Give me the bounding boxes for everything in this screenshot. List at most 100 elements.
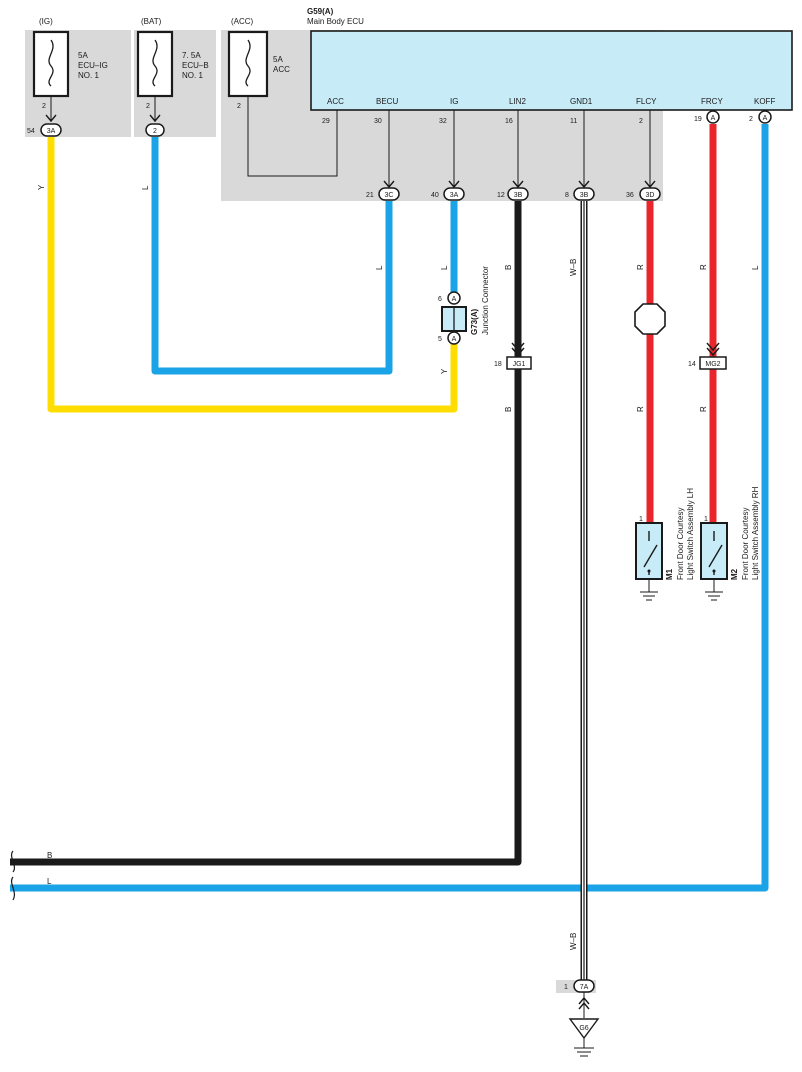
arrow-mg2 xyxy=(706,342,720,357)
ecu-terminal-gnd1: GND1 xyxy=(570,97,593,106)
junction-name: Junction Connector xyxy=(481,266,490,335)
wire-yellow-ig xyxy=(47,137,458,413)
fuse-ig-rating: 5A xyxy=(78,51,88,60)
switch-m1-name-2: Light Switch Assembly LH xyxy=(686,488,695,580)
wire-label-r-frcy-2: R xyxy=(699,406,708,412)
fuse-ig-name-2: NO. 1 xyxy=(78,71,99,80)
wire-label-l-bat: L xyxy=(141,185,150,190)
switch-m1-name-1: Front Door Courtesy xyxy=(676,508,685,580)
ecu-code: G59(A) xyxy=(307,7,334,16)
connector-3b-gnd1-pin: 8 xyxy=(565,192,569,199)
connector-7a-ground-pin: 1 xyxy=(564,984,568,991)
fuse-acc-source: (ACC) xyxy=(231,17,254,26)
ecu-terminal-lin2: LIN2 xyxy=(509,97,526,106)
wire-label-b-2: B xyxy=(504,407,513,412)
wire-blue-bat-becu xyxy=(151,137,393,375)
ground-g6-icon xyxy=(574,1047,594,1057)
connector-3b-gnd1 xyxy=(573,187,595,201)
fuse-acc-rating: 5A xyxy=(273,55,283,64)
ecu-terminal-acc: ACC xyxy=(327,97,344,106)
ecu-terminal-frcy: FRCY xyxy=(701,97,723,106)
switch-m2-pin: 1 xyxy=(704,516,708,523)
ecu-pin-ig: 32 xyxy=(439,118,447,125)
arrow-jg1 xyxy=(511,342,525,357)
bus-break-mark-top xyxy=(10,850,16,873)
fuse-acc-pin: 2 xyxy=(237,103,241,110)
bus-label-b: B xyxy=(47,851,52,860)
connector-3c-becu-pin: 21 xyxy=(366,192,374,199)
fuse-acc-element xyxy=(245,39,251,87)
switch-m2-ground-icon xyxy=(705,591,723,601)
connector-mg2-label: MG2 xyxy=(705,361,720,368)
fuse-ig-name-1: ECU–IG xyxy=(78,61,108,70)
fuse-bat-rating: 7. 5A xyxy=(182,51,201,60)
ecu-pin-becu: 30 xyxy=(374,118,382,125)
switch-m2-code: M2 xyxy=(730,568,739,580)
connector-3a-ig xyxy=(443,187,465,201)
connector-3a-ig-fuse-pin: 54 xyxy=(27,128,35,135)
connector-2-bat-fuse-label: 2 xyxy=(153,128,157,135)
ecu-pin-koff: 2 xyxy=(749,116,753,123)
wire-blue-koff xyxy=(10,124,769,892)
wire-label-l-koff: L xyxy=(751,265,760,270)
connector-a-frcy-label: A xyxy=(711,115,716,122)
wire-label-wb-2: W–B xyxy=(569,933,578,950)
ground-g6-label: G6 xyxy=(579,1025,588,1032)
arrow-lin2 xyxy=(512,180,524,189)
fuse-ig-pin: 2 xyxy=(42,103,46,110)
connector-3a-ig-fuse xyxy=(40,123,62,137)
fuse-ig-box xyxy=(32,30,70,98)
switch-m2-name-2: Light Switch Assembly RH xyxy=(751,486,760,580)
connector-3b-lin2 xyxy=(507,187,529,201)
connector-3a-ig-label: 3A xyxy=(450,192,459,199)
junction-pin-6: 6 xyxy=(438,296,442,303)
arrow-becu xyxy=(383,180,395,189)
wire-black-lin2 xyxy=(10,201,522,866)
connector-3c-becu-label: 3C xyxy=(385,192,394,199)
wire-label-r-flcy-1: R xyxy=(636,264,645,270)
wire-label-l-becu: L xyxy=(375,265,384,270)
connector-7a-ground-label: 7A xyxy=(580,984,589,991)
bus-label-l: L xyxy=(47,877,52,886)
connector-a-koff-label: A xyxy=(763,115,768,122)
connector-jg1-label: JG1 xyxy=(513,361,526,368)
wire-label-l-ig: L xyxy=(440,265,449,270)
fuse-bat-name-1: ECU–B xyxy=(182,61,209,70)
wire-label-r-flcy-2: R xyxy=(636,406,645,412)
switch-m1-contact-dot xyxy=(647,569,651,573)
switch-m1-code: M1 xyxy=(665,568,674,580)
ecu-pin-acc: 29 xyxy=(322,118,330,125)
connector-a-koff xyxy=(758,110,772,124)
connector-3c-becu xyxy=(378,187,400,201)
arrow-ig xyxy=(448,180,460,189)
ecu-terminal-becu: BECU xyxy=(376,97,398,106)
bus-break-mark-bottom xyxy=(10,876,16,901)
ecu-name: Main Body ECU xyxy=(307,17,364,26)
fuse-bat-box xyxy=(136,30,174,98)
connector-3b-gnd1-label: 3B xyxy=(580,192,589,199)
fuse-bat-source: (BAT) xyxy=(141,17,162,26)
connector-mg2-pin: 14 xyxy=(688,361,696,368)
junction-pin-5-conn: A xyxy=(452,336,457,343)
arrow-flcy xyxy=(644,180,656,189)
wire-label-y-1: Y xyxy=(37,184,46,190)
ecu-pin-gnd1: 11 xyxy=(570,118,577,125)
junction-pin-6-circle xyxy=(447,291,461,305)
switch-m2-name-1: Front Door Courtesy xyxy=(741,508,750,580)
connector-mg2 xyxy=(699,356,727,370)
main-body-ecu-box xyxy=(310,30,793,111)
connector-3a-ig-pin: 40 xyxy=(431,192,439,199)
fuse-bat-name-2: NO. 1 xyxy=(182,71,203,80)
fuse-bat-element xyxy=(152,39,158,87)
connector-jg1-pin: 18 xyxy=(494,361,502,368)
ecu-pin-flcy: 2 xyxy=(639,118,643,125)
junction-pin-5-circle xyxy=(447,331,461,345)
wire-label-b-1: B xyxy=(504,265,513,270)
switch-m1-ground-icon xyxy=(640,591,658,601)
arrow-ig-fuse xyxy=(45,114,57,123)
ground-g6-triangle xyxy=(568,1018,600,1040)
wire-label-y-junction: Y xyxy=(440,368,449,374)
connector-3d-flcy xyxy=(639,187,661,201)
arrow-gnd1 xyxy=(578,180,590,189)
